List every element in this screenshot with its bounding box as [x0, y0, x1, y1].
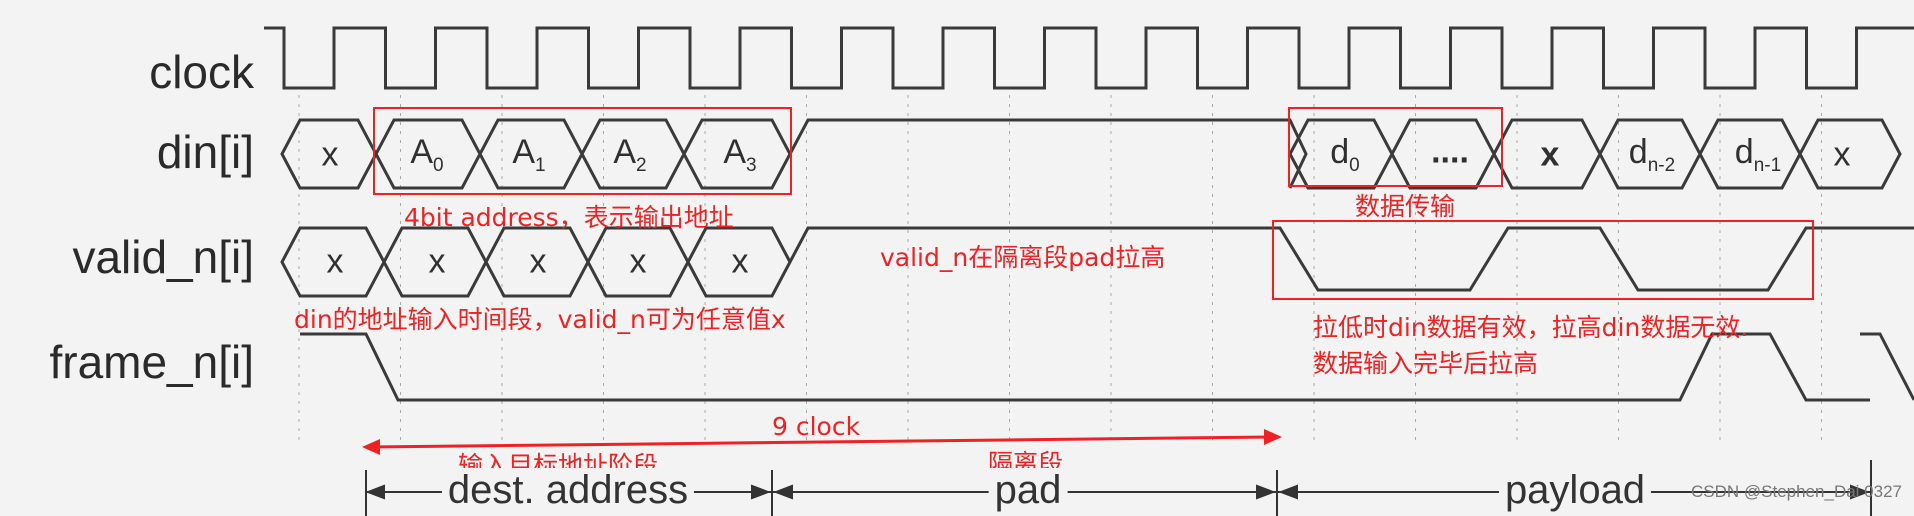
din-x-bold: x — [1540, 135, 1560, 174]
watermark: CSDN @Stephen_Dai 0327 — [1691, 482, 1902, 501]
valid-any-note: din的地址输入时间段，valid_n可为任意值x — [294, 305, 786, 334]
frame-n-label: frame_n[i] — [49, 336, 254, 388]
data-highlight-box — [1288, 107, 1503, 187]
valid-n-label: valid_n[i] — [72, 231, 254, 283]
phase-pad: pad — [988, 468, 1068, 513]
valid-x-1: x — [428, 242, 446, 281]
address-highlight-box — [373, 107, 792, 195]
nine-clock-arrow — [371, 435, 1273, 449]
din-dn1: dn-1 — [1734, 133, 1782, 176]
high-after-note: 数据输入完毕后拉高 — [1313, 349, 1539, 378]
clock-guides — [298, 95, 1822, 440]
valid-low-highlight-box — [1272, 220, 1814, 300]
valid-x-0: x — [326, 242, 344, 281]
din-x-last: x — [1833, 135, 1851, 174]
clock-label: clock — [149, 46, 254, 98]
data-transfer-note: 数据传输 — [1355, 192, 1456, 221]
valid-x-2: x — [529, 242, 547, 281]
pad-note: valid_n在隔离段pad拉高 — [880, 243, 1166, 272]
din-a0: A0 — [410, 133, 444, 176]
din-dn2: dn-2 — [1628, 133, 1676, 176]
low-valid-note: 拉低时din数据有效，拉高din数据无效. — [1313, 313, 1749, 342]
valid-x-4: x — [731, 242, 749, 281]
phase-payload: payload — [1498, 468, 1652, 513]
din-a1: A1 — [512, 133, 546, 176]
din-x-first: x — [321, 135, 339, 174]
nine-clock-arrow-right-head — [1264, 429, 1282, 445]
clock-waveform — [264, 26, 1914, 90]
din-a3: A3 — [723, 133, 757, 176]
din-label: din[i] — [156, 126, 254, 178]
din-ellipsis: .... — [1431, 132, 1469, 171]
nine-clock-note: 9 clock — [772, 412, 861, 441]
address-note: 4bit address，表示输出地址 — [404, 203, 734, 232]
din-d0: d0 — [1330, 133, 1360, 176]
nine-clock-arrow-left-head — [362, 439, 380, 455]
frame-n-waveform — [300, 332, 1914, 402]
valid-n-waveform — [280, 226, 1914, 298]
phase-dest-address: dest. address — [441, 468, 695, 513]
valid-x-3: x — [629, 242, 647, 281]
din-a2: A2 — [613, 133, 647, 176]
